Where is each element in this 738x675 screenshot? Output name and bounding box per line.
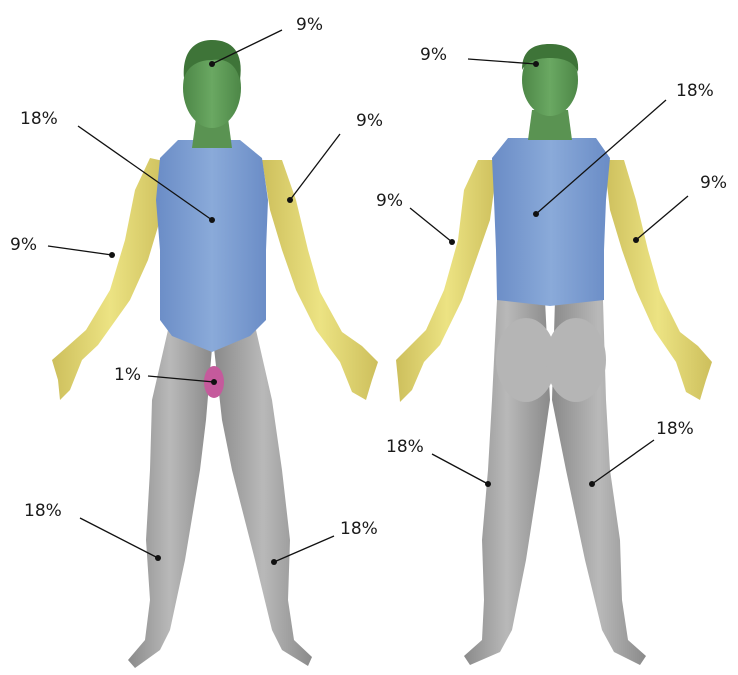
label-back-arm-left: 9%	[376, 191, 403, 211]
dot-front-genital	[211, 379, 217, 385]
dot-front-leg-right	[271, 559, 277, 565]
leader-back-leg-left	[432, 454, 488, 484]
dot-back-arm-right	[633, 237, 639, 243]
back-figure	[396, 44, 712, 665]
dot-back-arm-left	[449, 239, 455, 245]
dot-front-arm-right	[287, 197, 293, 203]
label-front-arm-right: 9%	[356, 111, 383, 131]
back-buttock-right	[546, 318, 606, 402]
back-arm-right	[604, 160, 712, 400]
dot-back-leg-right	[589, 481, 595, 487]
label-front-leg-left: 18%	[24, 501, 62, 521]
leader-front-arm-left	[48, 246, 112, 255]
leader-back-arm-right	[636, 196, 688, 240]
label-front-trunk: 18%	[20, 109, 58, 129]
front-trunk	[156, 140, 268, 352]
back-arm-left	[396, 160, 498, 402]
back-trunk	[492, 138, 610, 306]
label-back-arm-right: 9%	[700, 173, 727, 193]
dot-back-leg-left	[485, 481, 491, 487]
dot-front-arm-left	[109, 252, 115, 258]
front-arm-left	[52, 158, 168, 400]
front-arm-right	[262, 160, 378, 400]
label-front-genital: 1%	[114, 365, 141, 385]
dot-front-head	[209, 61, 215, 67]
dot-front-trunk	[209, 217, 215, 223]
label-front-head: 9%	[296, 15, 323, 35]
dot-back-trunk	[533, 211, 539, 217]
front-leg-right	[214, 330, 312, 666]
label-front-leg-right: 18%	[340, 519, 378, 539]
label-back-trunk: 18%	[676, 81, 714, 101]
leader-back-arm-left	[410, 208, 452, 242]
dot-back-head	[533, 61, 539, 67]
label-back-head: 9%	[420, 45, 447, 65]
label-front-arm-left: 9%	[10, 235, 37, 255]
dot-front-leg-left	[155, 555, 161, 561]
front-figure	[52, 40, 378, 668]
label-back-leg-right: 18%	[656, 419, 694, 439]
label-back-leg-left: 18%	[386, 437, 424, 457]
leader-front-arm-right	[290, 134, 340, 200]
